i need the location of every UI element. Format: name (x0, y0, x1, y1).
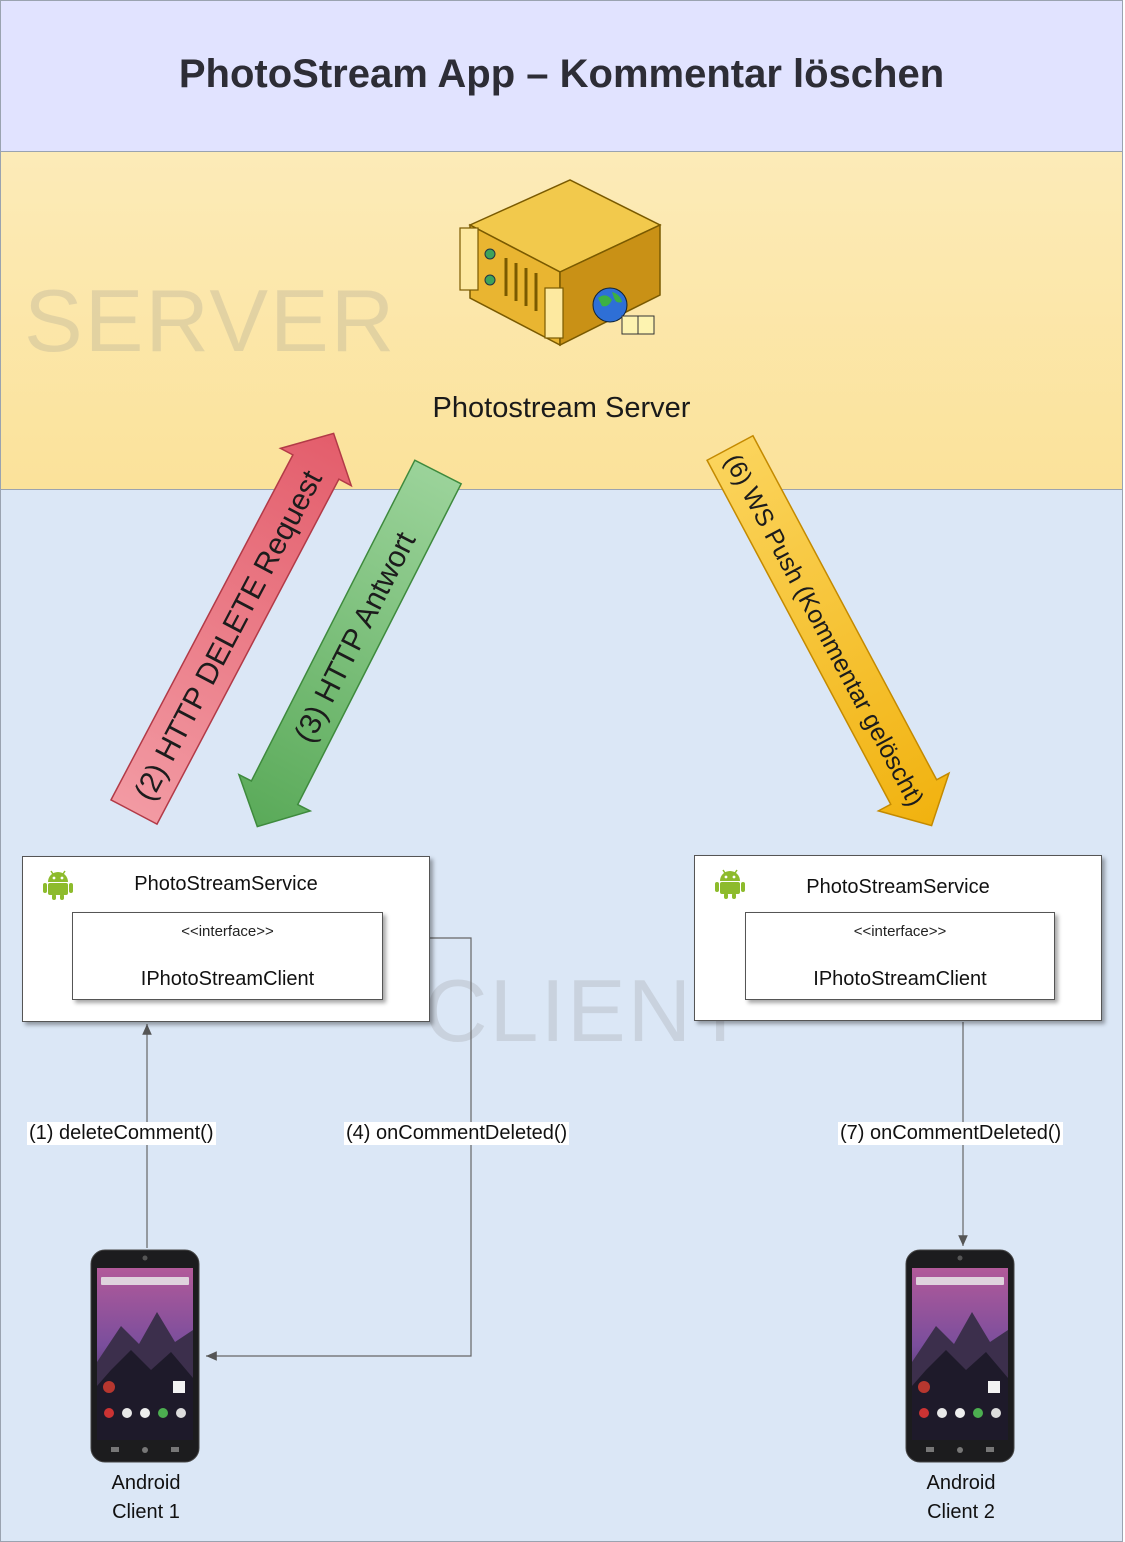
call-label-delete-comment: (1) deleteComment() (27, 1122, 216, 1145)
interface-box: <<interface>> IPhotoStreamClient (72, 912, 383, 1000)
device-label-line2: Client 1 (112, 1501, 180, 1523)
call-label-on-comment-deleted-2: (7) onCommentDeleted() (838, 1122, 1064, 1145)
diagram-title: PhotoStream App – Kommentar löschen (178, 52, 945, 96)
service-title: PhotoStreamService (806, 876, 990, 898)
device-label-line2: Client 2 (927, 1501, 995, 1523)
server-label: Photostream Server (432, 392, 691, 424)
android-icon (43, 870, 73, 900)
interface-stereotype: <<interface>> (853, 923, 947, 940)
photo-stream-service-2: PhotoStreamService <<interface>> IPhotoS… (694, 855, 1102, 1021)
client-zone-label: CLIENT (424, 961, 749, 1060)
device-label-line1: Android (926, 1472, 996, 1494)
phone-icon (905, 1249, 1015, 1463)
server-icon (459, 179, 662, 347)
interface-name: IPhotoStreamClient (813, 968, 987, 990)
phone-icon (90, 1249, 200, 1463)
interface-box: <<interface>> IPhotoStreamClient (745, 912, 1055, 1000)
title-band (0, 0, 1123, 152)
android-icon (715, 869, 745, 899)
call-label-on-comment-deleted-1: (4) onCommentDeleted() (344, 1122, 570, 1145)
service-title: PhotoStreamService (134, 873, 318, 895)
device-label-line1: Android (111, 1472, 181, 1494)
device-label-1: Android Client 1 (76, 1469, 216, 1527)
interface-stereotype: <<interface>> (181, 923, 274, 940)
server-zone-label: SERVER (24, 271, 397, 370)
interface-name: IPhotoStreamClient (140, 968, 315, 990)
call-line-callback-1 (206, 937, 472, 1361)
photo-stream-service-1: PhotoStreamService <<interface>> IPhotoS… (22, 856, 430, 1022)
device-label-2: Android Client 2 (891, 1469, 1031, 1527)
